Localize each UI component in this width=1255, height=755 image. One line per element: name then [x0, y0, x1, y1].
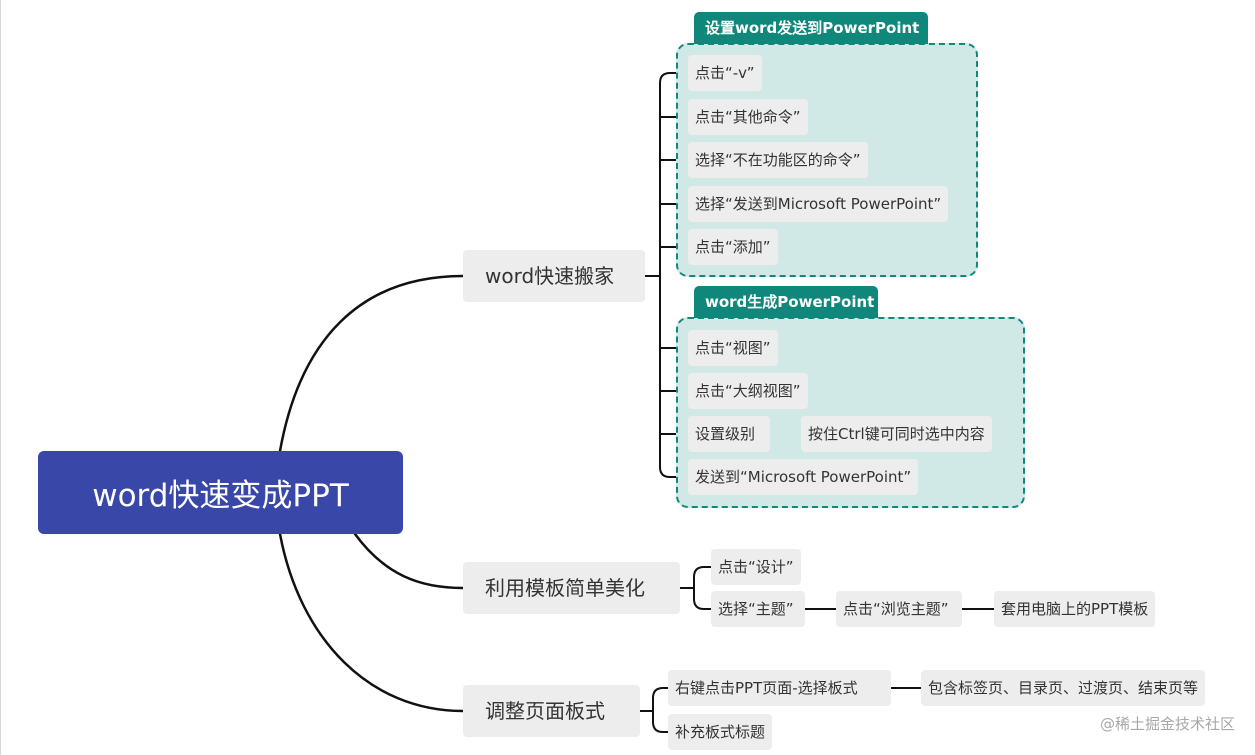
step-browse-theme[interactable]: 点击“浏览主题” [836, 591, 962, 627]
step-select-theme[interactable]: 选择“主题” [711, 591, 805, 627]
connector-root-layout [278, 532, 465, 713]
step-click-add[interactable]: 点击“添加” [688, 229, 778, 265]
step-click-outline-view[interactable]: 点击“大纲视图” [688, 373, 808, 409]
root-topic[interactable]: word快速变成PPT [38, 451, 403, 534]
step-select-send-to-ppt[interactable]: 选择“发送到Microsoft PowerPoint” [688, 186, 949, 222]
step-right-click-layout[interactable]: 右键点击PPT页面-选择板式 [668, 670, 891, 706]
branch-template[interactable]: 利用模板简单美化 [463, 562, 680, 614]
boundary-title-send-setup[interactable]: 设置word发送到PowerPoint [694, 12, 928, 44]
step-add-layout-title[interactable]: 补充板式标题 [668, 714, 773, 750]
branch-word-move[interactable]: word快速搬家 [463, 250, 645, 302]
step-click-v[interactable]: 点击“-v” [688, 55, 762, 91]
step-click-other-commands[interactable]: 点击“其他命令” [688, 99, 808, 135]
watermark: @稀土掘金技术社区 [1099, 715, 1235, 733]
step-click-view[interactable]: 点击“视图” [688, 330, 778, 366]
left-edge-line [0, 0, 1, 755]
note-layout-types[interactable]: 包含标签页、目录页、过渡页、结束页等 [921, 670, 1206, 706]
connector-move-top-curve [659, 72, 688, 84]
step-send-to-ppt[interactable]: 发送到“Microsoft PowerPoint” [688, 459, 919, 495]
connector-root-move [278, 274, 465, 453]
connector-layout-bottom [652, 721, 668, 733]
note-ctrl-select[interactable]: 按住Ctrl键可同时选中内容 [801, 416, 992, 452]
step-set-level[interactable]: 设置级别 [688, 416, 770, 452]
step-click-design[interactable]: 点击“设计” [711, 549, 801, 585]
step-select-not-in-ribbon[interactable]: 选择“不在功能区的命令” [688, 142, 868, 178]
connector-layout-top [652, 687, 668, 699]
connector-template-bottom [693, 598, 711, 610]
connector-move-bottom-curve [659, 466, 688, 478]
branch-layout[interactable]: 调整页面板式 [463, 685, 640, 737]
connector-root-template [353, 532, 465, 590]
connector-template-top [693, 566, 711, 578]
boundary-title-generate[interactable]: word生成PowerPoint [694, 286, 878, 318]
step-apply-template[interactable]: 套用电脑上的PPT模板 [994, 591, 1156, 627]
